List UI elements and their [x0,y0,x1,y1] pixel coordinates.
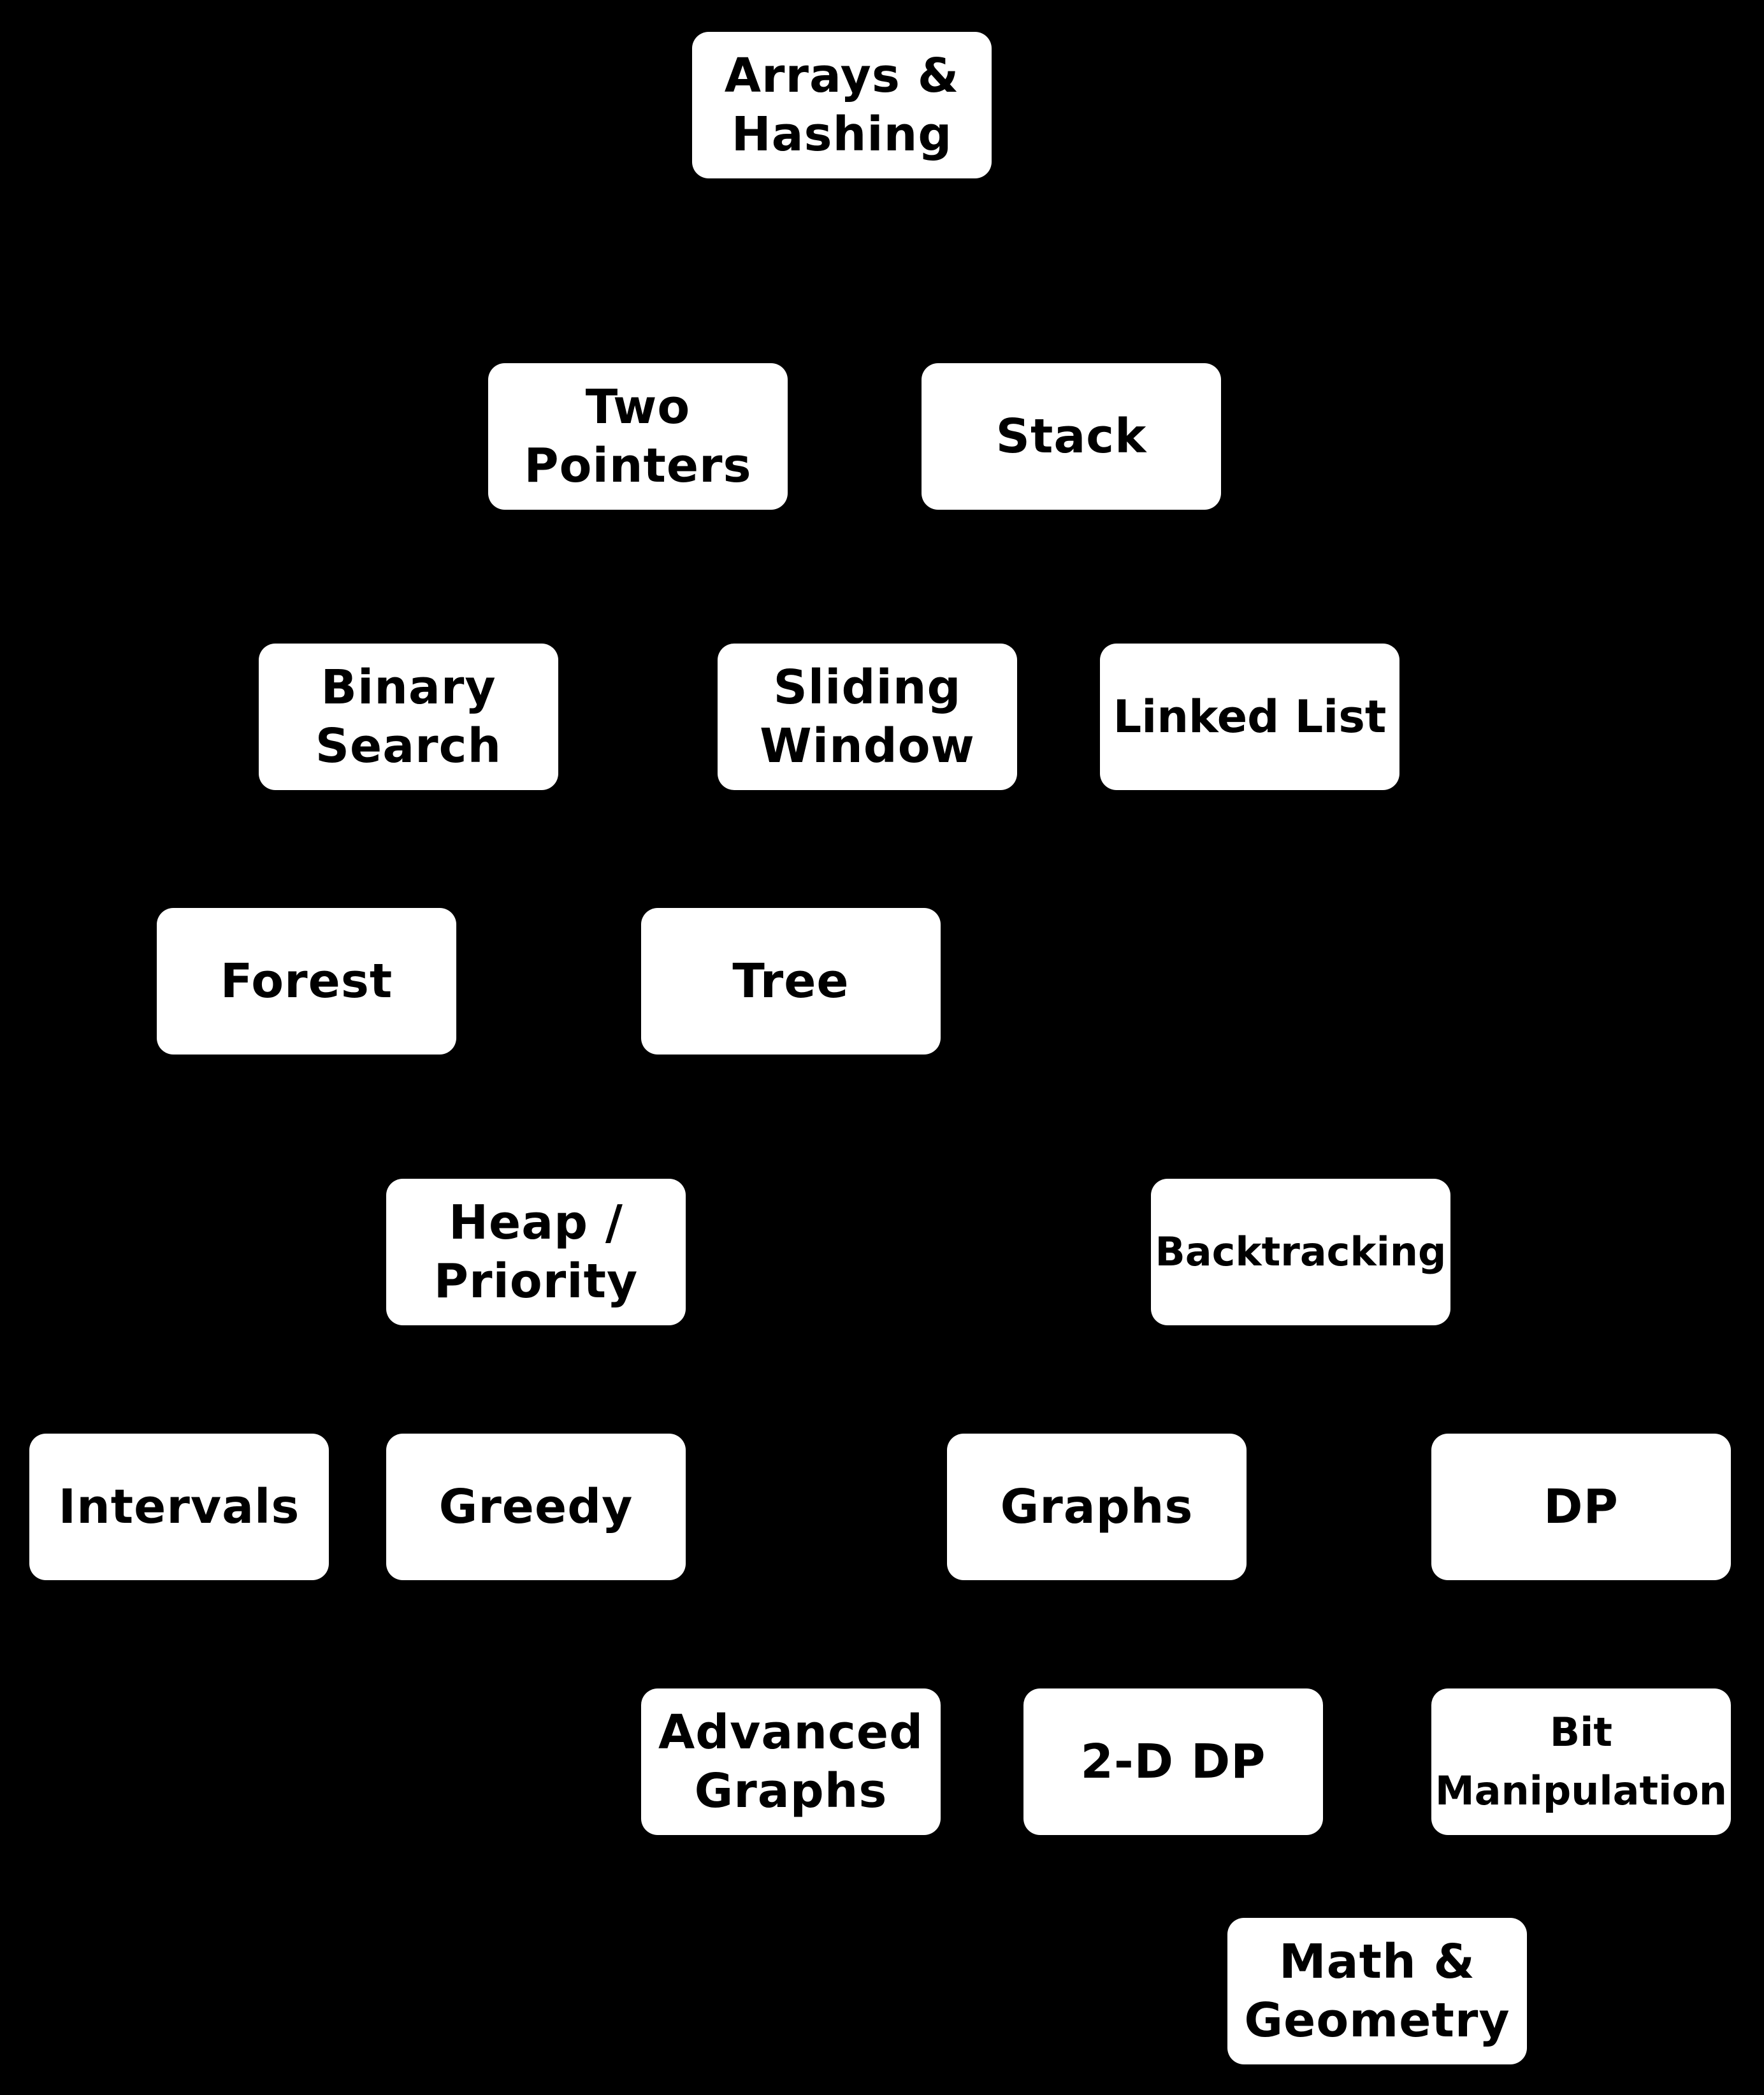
node-advanced-graphs: Advanced Graphs [641,1688,941,1835]
node-two-pointers: Two Pointers [488,363,788,510]
node-dp: DP [1431,1434,1731,1580]
node-intervals: Intervals [29,1434,329,1580]
node-label: Advanced Graphs [658,1705,924,1818]
node-backtracking: Backtracking [1151,1179,1450,1325]
node-label: Binary Search [315,660,502,774]
node-label: Math & Geometry [1244,1934,1510,2048]
node-label: Graphs [1000,1479,1194,1534]
node-label: Stack [995,409,1147,464]
node-greedy: Greedy [386,1434,686,1580]
node-label: Arrays & Hashing [724,48,960,162]
node-binary-search: Binary Search [259,644,558,790]
node-heap-priority: Heap / Priority [386,1179,686,1325]
node-forest: Forest [157,908,456,1055]
node-stack: Stack [922,363,1221,510]
node-label: Greedy [438,1479,633,1534]
node-label: Sliding Window [760,660,975,774]
node-sliding-window: Sliding Window [718,644,1017,790]
node-label: Two Pointers [524,380,752,493]
node-label: 2-D DP [1080,1734,1266,1789]
node-arrays-hashing: Arrays & Hashing [692,32,992,178]
node-tree: Tree [641,908,941,1055]
node-label: Heap / Priority [433,1195,639,1309]
node-label: Bit Manipulation [1435,1709,1728,1814]
node-2d-dp: 2-D DP [1023,1688,1323,1835]
node-bit-manipulation: Bit Manipulation [1431,1688,1731,1835]
node-label: Intervals [58,1479,300,1534]
node-linked-list: Linked List [1100,644,1399,790]
node-label: DP [1544,1479,1619,1534]
node-label: Linked List [1113,691,1387,743]
node-label: Tree [732,954,849,1009]
node-label: Backtracking [1155,1228,1447,1275]
node-graphs: Graphs [947,1434,1247,1580]
node-math-geometry: Math & Geometry [1227,1918,1527,2064]
node-label: Forest [220,954,393,1009]
